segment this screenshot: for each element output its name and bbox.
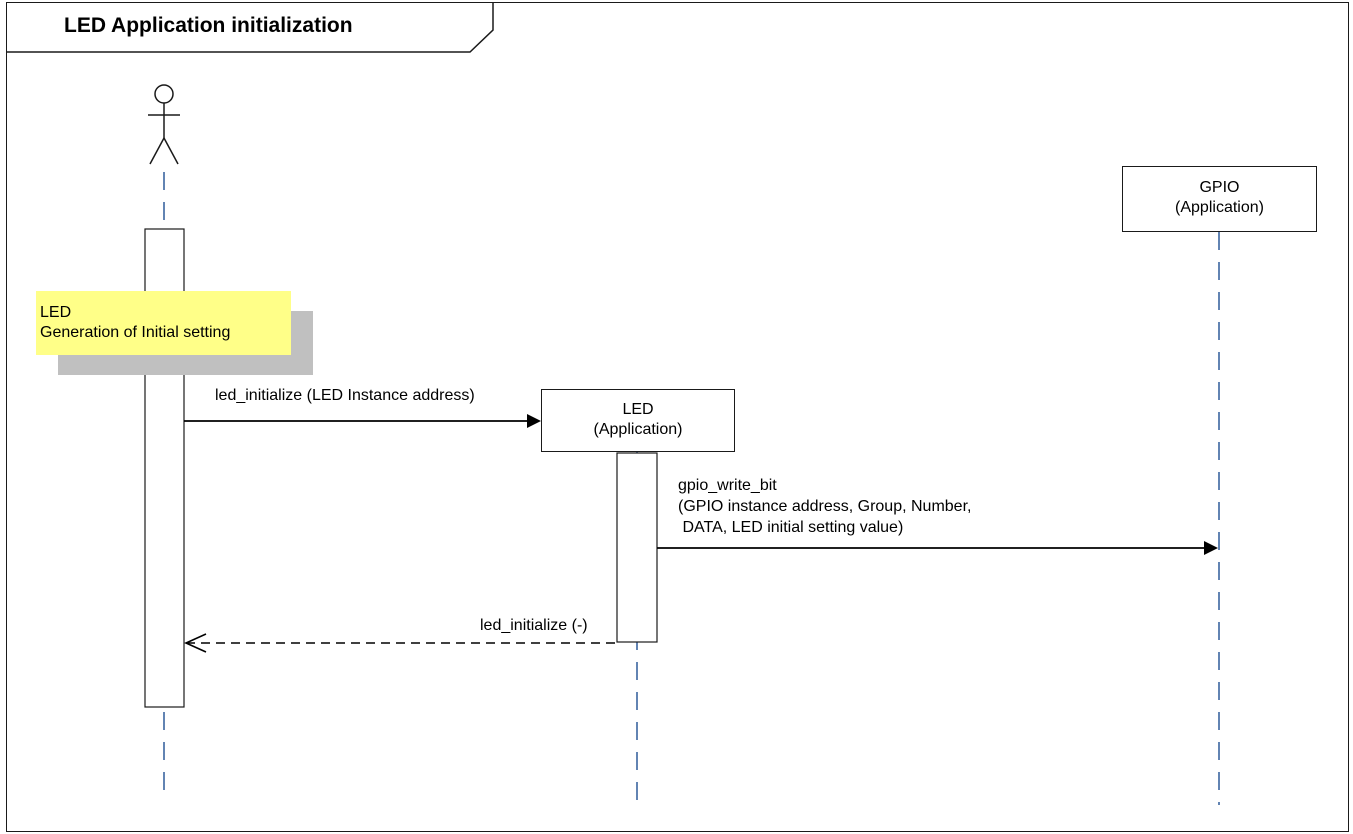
return-arrowhead [184, 633, 207, 653]
led-lifeline-name: LED [622, 401, 654, 418]
gpio-lifeline-name: GPIO [1199, 179, 1240, 196]
led-lifeline-head: LED (Application) [541, 389, 735, 452]
call2-label-line-3: DATA, LED initial setting value) [678, 519, 904, 536]
call1-arrowhead [527, 414, 541, 428]
call2-label-line-1: gpio_write_bit [678, 477, 777, 494]
call1-label: led_initialize (LED Instance address) [215, 387, 475, 404]
diagram-frame [6, 2, 1349, 832]
diagram-title: LED Application initialization [64, 14, 353, 37]
return1-label: led_initialize (-) [480, 617, 588, 634]
gpio-lifeline-type: (Application) [1175, 199, 1264, 216]
note-line-1: LED [40, 304, 72, 321]
call2-arrowhead [1204, 541, 1218, 555]
led-activation-bar [616, 452, 658, 643]
gpio-lifeline-head: GPIO (Application) [1122, 166, 1317, 232]
note-box: LED Generation of Initial setting [36, 291, 291, 355]
led-lifeline-type: (Application) [593, 421, 683, 438]
actor-icon [148, 84, 180, 165]
call2-label: gpio_write_bit (GPIO instance address, G… [678, 475, 971, 538]
note-line-2: Generation of Initial setting [40, 324, 231, 341]
title-tab-border [6, 2, 494, 53]
call2-label-line-2: (GPIO instance address, Group, Number, [678, 498, 972, 515]
